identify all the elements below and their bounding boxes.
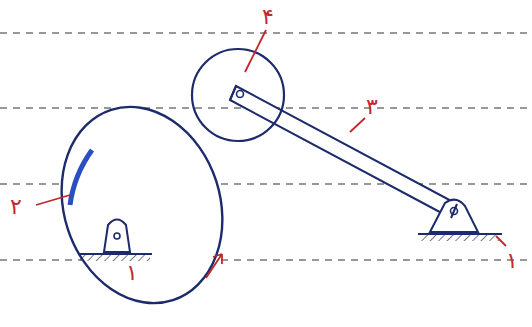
ground-line	[78, 253, 152, 255]
cam-pivot	[104, 220, 130, 253]
leader-line	[36, 195, 70, 205]
ground-line	[418, 233, 502, 235]
leader-line	[245, 30, 266, 72]
leader-line	[496, 236, 506, 246]
callout-number: ۱	[506, 250, 518, 272]
callout-number: ۳	[366, 96, 378, 118]
rotation-arrow	[206, 254, 222, 278]
rod-pivot	[430, 200, 478, 232]
roller	[192, 49, 284, 141]
cam	[37, 86, 247, 324]
follower-rod	[230, 86, 457, 218]
callout-number: ۲	[10, 196, 22, 218]
leader-line	[350, 118, 365, 132]
callout-number: ۱	[126, 262, 138, 284]
callout-number: ۴	[262, 6, 274, 28]
cam-edge-tint	[70, 150, 92, 205]
